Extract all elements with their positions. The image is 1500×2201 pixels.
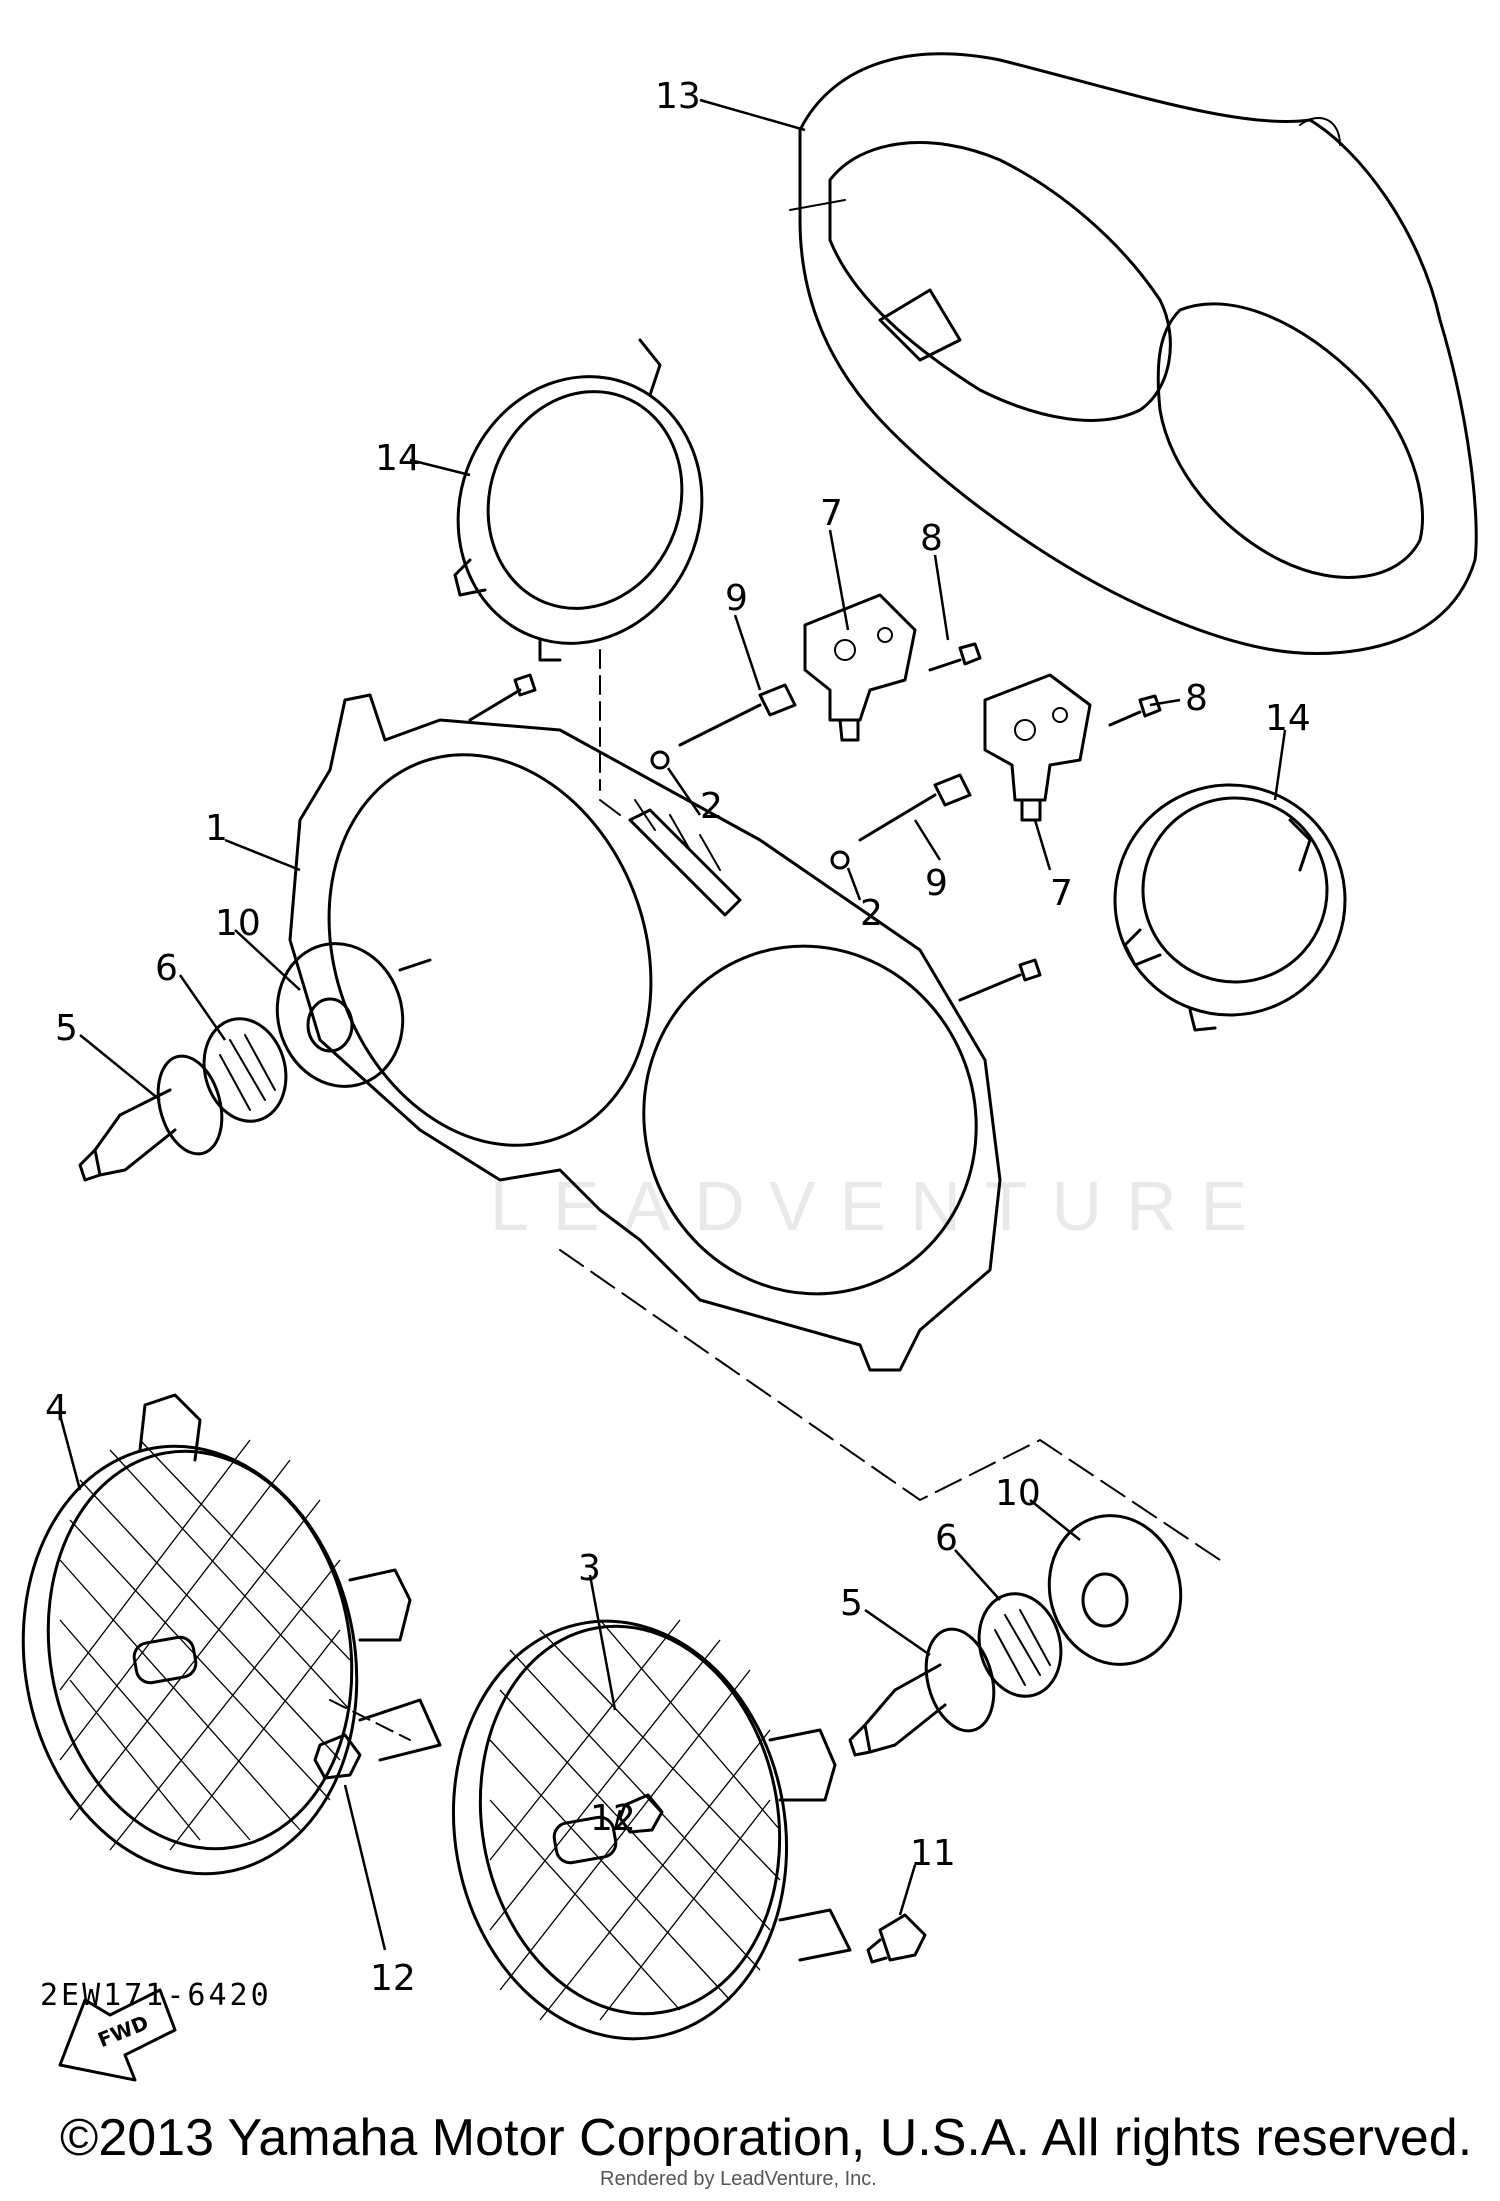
part-7-bracket-lower	[983, 673, 1092, 822]
part-6-holder-lower	[977, 1592, 1063, 1698]
callout-9-upper: 9	[725, 578, 748, 619]
part-5-bulb-upper	[78, 1054, 224, 1182]
part-5-bulb-lower	[848, 1627, 996, 1757]
part-7-bracket-upper	[803, 593, 917, 742]
diagram-code: 2EW171-6420	[40, 1978, 272, 2013]
part-8-screw-upper	[928, 642, 982, 672]
part-12-nut-right	[618, 1793, 664, 1834]
callout-5-upper: 5	[55, 1008, 78, 1049]
watermark-text: LEADVENTURE	[490, 1167, 1271, 1245]
callout-14-upper: 14	[375, 438, 421, 479]
part-4-headlight-left	[21, 1393, 442, 1876]
callout-12-left: 12	[370, 1958, 416, 1999]
callout-5-lower: 5	[840, 1583, 863, 1624]
callout-8-lower: 8	[1185, 678, 1208, 719]
part-2-grommet-lower	[830, 850, 850, 870]
part-6-holder-upper	[202, 1017, 288, 1123]
callout-2-lower: 2	[860, 893, 883, 934]
exploded-view-lines	[329, 649, 1221, 1741]
callout-12-right: 12	[590, 1798, 636, 1839]
part-9-adjust-screw-upper	[678, 683, 797, 747]
callout-13: 13	[655, 76, 701, 117]
callout-9-lower: 9	[925, 863, 948, 904]
part-2-grommet-upper	[650, 750, 670, 770]
callout-1: 1	[205, 808, 228, 849]
callout-11: 11	[910, 1833, 956, 1874]
part-14-rim-upper	[453, 338, 704, 662]
callout-6-upper: 6	[155, 948, 178, 989]
part-9-adjust-screw-lower	[858, 773, 972, 842]
callout-4: 4	[45, 1388, 68, 1429]
callout-7-upper: 7	[820, 493, 843, 534]
part-13-cowl	[789, 52, 1478, 656]
rendered-by-credit: Rendered by LeadVenture, Inc.	[600, 2168, 877, 2190]
callout-8-upper: 8	[920, 518, 943, 559]
callout-10-upper: 10	[215, 903, 261, 944]
part-8-screw-lower	[1108, 694, 1162, 727]
callout-2-upper: 2	[700, 786, 723, 827]
leader-lines	[58, 98, 1287, 1951]
part-10-socket-lower	[1047, 1514, 1183, 1666]
part-12-nut-left	[313, 1733, 362, 1780]
callout-7-lower: 7	[1050, 873, 1073, 914]
callout-6-lower: 6	[935, 1518, 958, 1559]
part-1-headlight-case	[288, 673, 1042, 1372]
part-14-rim-lower	[1113, 783, 1347, 1032]
callout-10-lower: 10	[995, 1473, 1041, 1514]
callout-14-lower: 14	[1265, 698, 1311, 739]
part-11-pilot-bulb	[866, 1913, 927, 1964]
copyright-notice: ©2013 Yamaha Motor Corporation, U.S.A. A…	[60, 2109, 1473, 2167]
part-10-socket-upper	[275, 942, 432, 1088]
callout-3: 3	[578, 1548, 601, 1589]
